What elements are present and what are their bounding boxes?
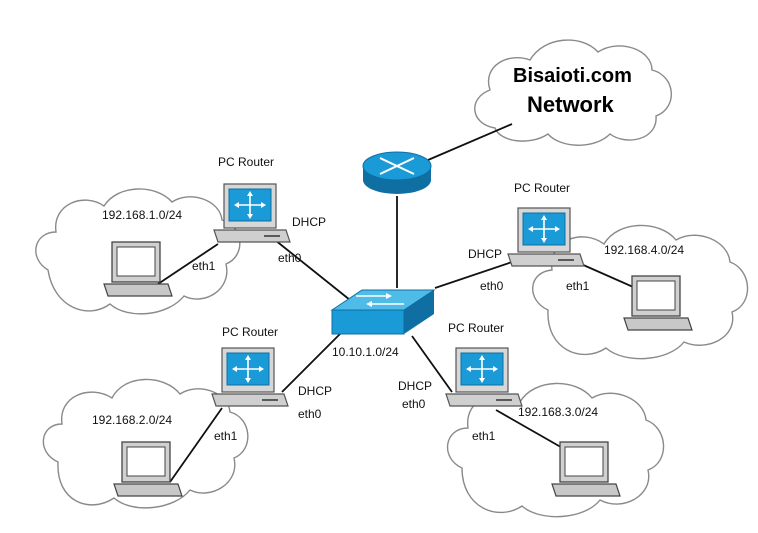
link-switch-pcrouter-3 — [411, 335, 453, 393]
lan-subnet: 192.168.2.0/24 — [92, 413, 172, 427]
link-pcrouter2-pc — [169, 407, 223, 483]
lan-subnet: 192.168.1.0/24 — [102, 208, 182, 222]
pc-router-icon-2 — [211, 347, 289, 407]
lan-interface: eth1 — [214, 429, 238, 443]
lan-interface: eth1 — [192, 259, 216, 273]
internet-cloud — [474, 39, 672, 146]
internet-subtitle: Network — [527, 92, 615, 117]
router-title: PC Router — [448, 321, 504, 335]
lan-interface: eth1 — [472, 429, 496, 443]
pc-router-icon-1 — [213, 183, 291, 243]
router-title: PC Router — [222, 325, 278, 339]
wan-mode: DHCP — [292, 215, 326, 229]
wan-mode: DHCP — [468, 247, 502, 261]
link-router-internet — [427, 123, 513, 161]
wan-mode: DHCP — [298, 384, 332, 398]
switch-icon — [330, 289, 436, 335]
wan-interface: eth0 — [298, 407, 322, 421]
wan-interface: eth0 — [480, 279, 504, 293]
pc-router-icon-3 — [445, 347, 523, 407]
lan-interface: eth1 — [566, 279, 590, 293]
link-switch-pcrouter-4 — [434, 261, 513, 289]
wan-interface: eth0 — [278, 251, 302, 265]
pc-router-icon-4 — [507, 207, 585, 267]
wan-interface: eth0 — [402, 397, 426, 411]
lan-subnet: 192.168.4.0/24 — [604, 243, 684, 257]
link-pcrouter3-pc — [495, 409, 567, 451]
wan-mode: DHCP — [398, 379, 432, 393]
router-title: PC Router — [514, 181, 570, 195]
internet-title: Bisaioti.com — [513, 65, 632, 87]
lan-subnet: 192.168.3.0/24 — [518, 405, 598, 419]
router-icon — [362, 151, 432, 194]
router-title: PC Router — [218, 155, 274, 169]
core-subnet-label: 10.10.1.0/24 — [332, 345, 399, 359]
link-pcrouter1-pc — [157, 243, 219, 285]
link-switch-pcrouter-1 — [274, 239, 351, 301]
